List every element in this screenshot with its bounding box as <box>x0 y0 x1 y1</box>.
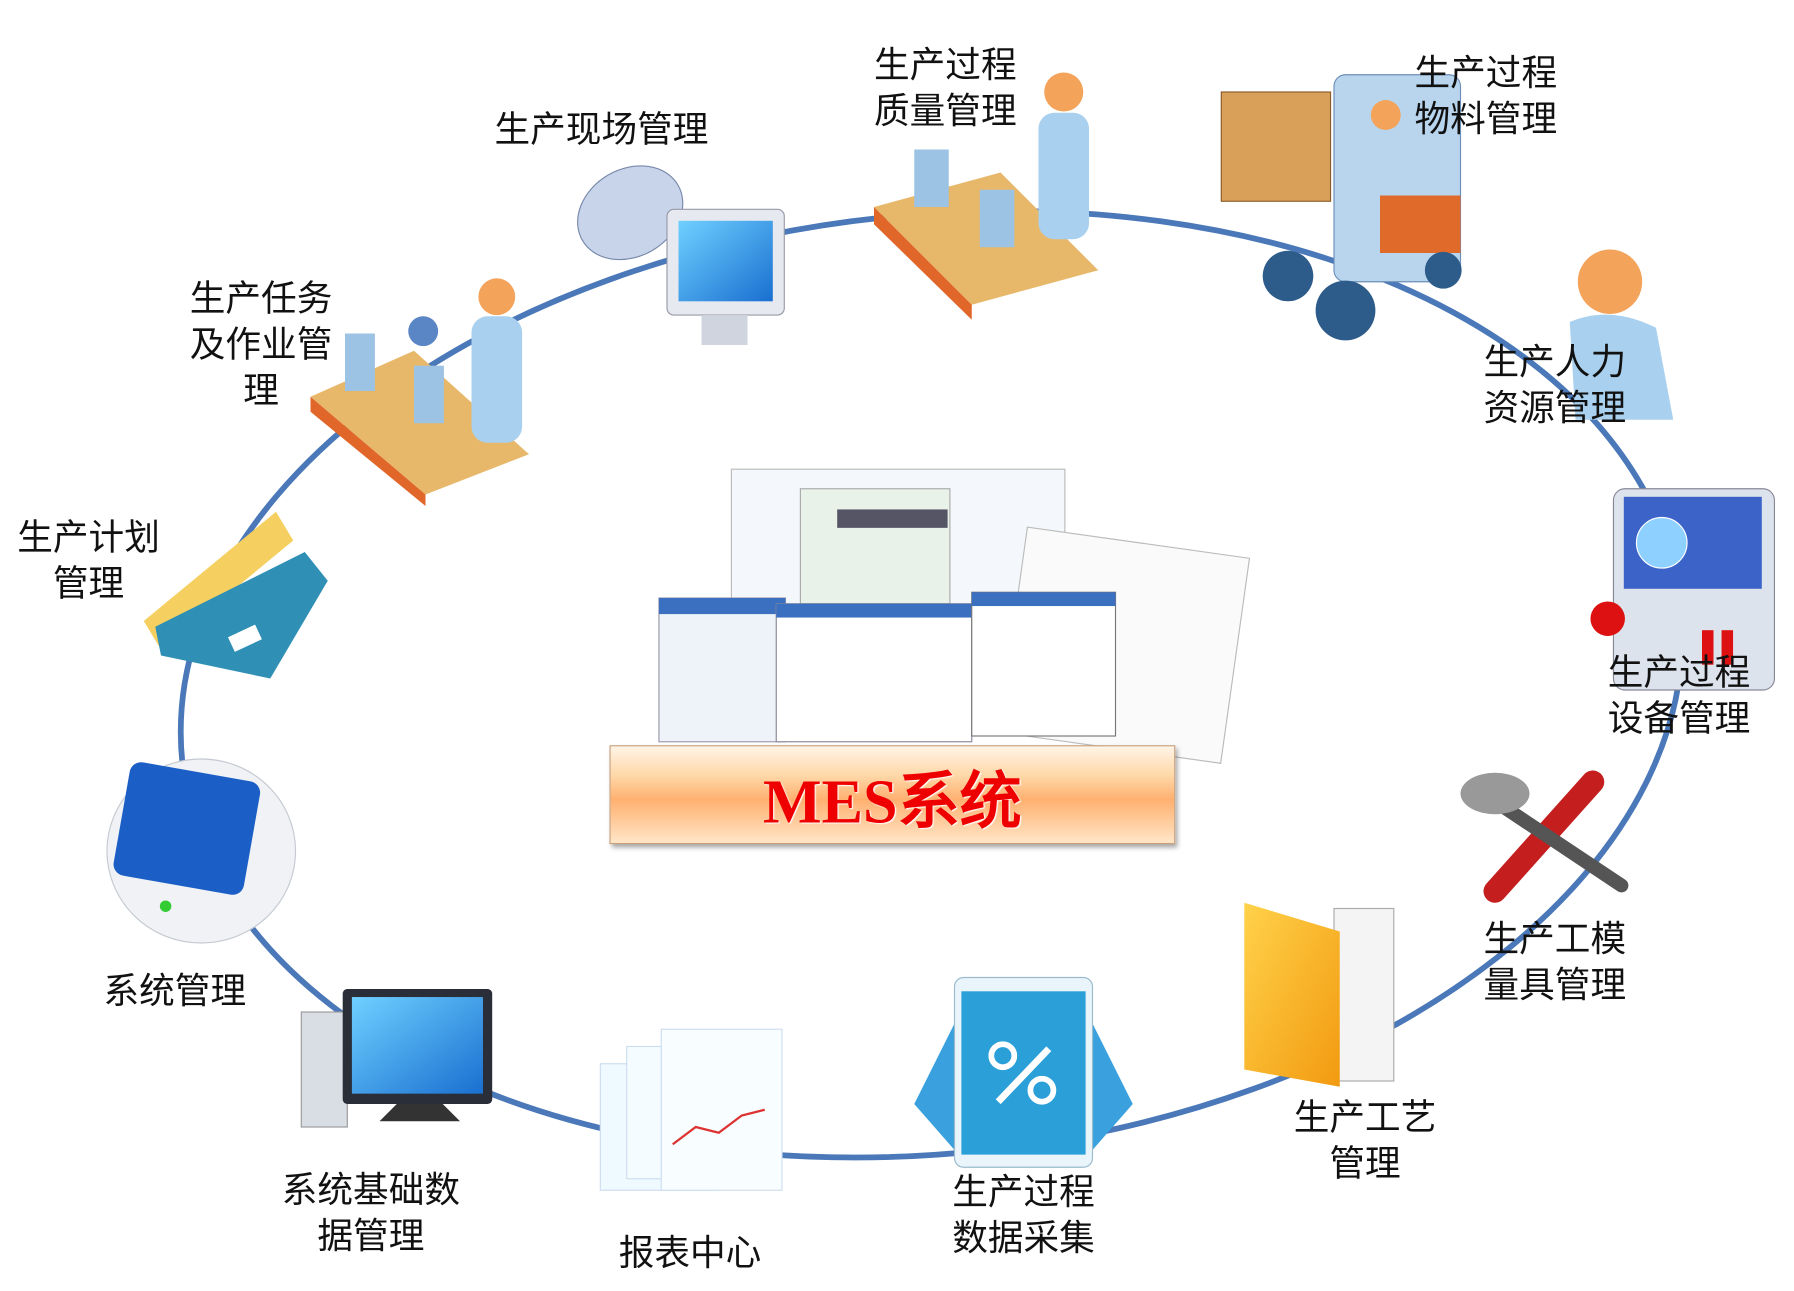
module-label: 物料管理 <box>1414 98 1558 141</box>
person-icon <box>1569 249 1674 420</box>
module-label: 生产过程 <box>874 44 1017 87</box>
screenshots-collage-icon <box>658 468 1251 764</box>
module-label: 理 <box>243 370 279 412</box>
forklift-icon <box>1220 74 1462 341</box>
module-tooling: 生产工模量具管理 <box>1484 917 1627 1009</box>
module-label: 资源管理 <box>1483 387 1627 429</box>
module-label: 及作业管 <box>189 324 333 366</box>
module-label: 生产工模 <box>1483 918 1627 961</box>
desktop-computer-icon <box>300 989 493 1128</box>
module-label: 据管理 <box>317 1215 425 1257</box>
module-label: 生产计划 <box>17 517 160 559</box>
module-label: 生产过程 <box>1414 52 1558 95</box>
module-equipment: 生产过程设备管理 <box>1608 650 1751 742</box>
module-process: 生产工艺管理 <box>1294 1095 1437 1187</box>
module-label: 报表中心 <box>618 1232 762 1275</box>
device-panel-icon <box>1590 488 1776 691</box>
mes-system-banner: MES系统 <box>609 745 1176 845</box>
module-label: 系统管理 <box>103 970 247 1012</box>
module-label: 生产现场管理 <box>494 109 709 151</box>
mes-system-title: MES系统 <box>763 766 1022 836</box>
module-collection: 生产过程数据采集 <box>952 1170 1095 1262</box>
module-report: 报表中心 <box>619 1231 762 1277</box>
terminal-computer-icon <box>106 758 297 944</box>
folder-book-icon <box>143 511 328 679</box>
module-label: 质量管理 <box>874 90 1017 133</box>
task-worker-icon <box>310 278 529 506</box>
module-label: 量具管理 <box>1483 964 1627 1007</box>
module-label: 生产过程 <box>1607 652 1751 694</box>
module-task: 生产任务及作业管理 <box>190 276 333 414</box>
module-label: 数据采集 <box>952 1217 1095 1260</box>
module-label: 系统基础数 <box>281 1169 460 1211</box>
module-label: 生产过程 <box>952 1171 1095 1214</box>
module-label: 生产任务 <box>189 278 333 320</box>
quality-worker-icon <box>874 72 1099 320</box>
module-material: 生产过程物料管理 <box>1415 51 1558 143</box>
module-system: 系统管理 <box>104 968 247 1014</box>
module-label: 管理 <box>52 563 125 605</box>
module-plan: 生产计划管理 <box>17 515 160 607</box>
satellite-monitor-icon <box>577 165 785 345</box>
module-quality: 生产过程质量管理 <box>874 43 1017 135</box>
tablet-settings-icon <box>914 976 1133 1168</box>
module-label: 设备管理 <box>1607 698 1751 740</box>
folder-document-icon <box>1244 902 1395 1087</box>
module-label: 生产工艺 <box>1293 1097 1437 1139</box>
module-basedata: 系统基础数据管理 <box>282 1167 460 1259</box>
tools-icon <box>1460 770 1629 903</box>
module-site: 生产现场管理 <box>495 107 709 153</box>
module-label: 生产人力 <box>1483 341 1627 383</box>
module-label: 管理 <box>1329 1143 1401 1185</box>
module-hr: 生产人力资源管理 <box>1484 339 1627 431</box>
report-chart-icon <box>599 1028 783 1191</box>
